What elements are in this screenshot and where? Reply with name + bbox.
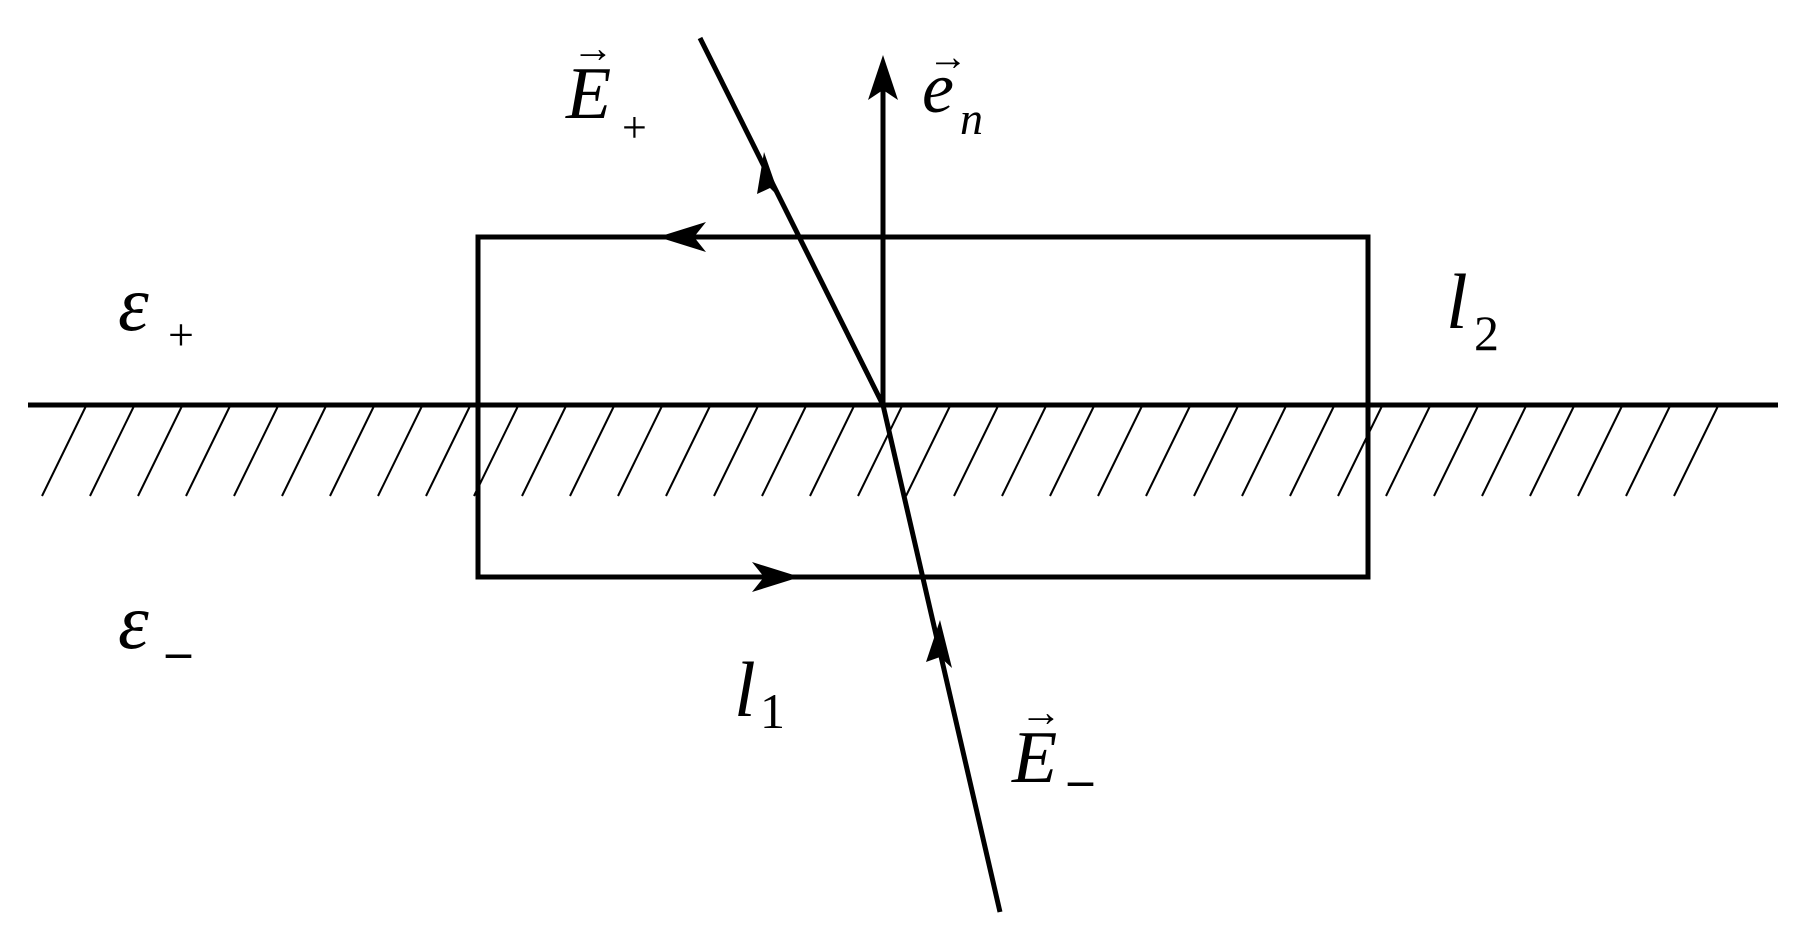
label-side-bottom-base: l [734,646,756,733]
label-normal-sub: n [960,93,983,144]
label-medium-below-base: ε [118,578,149,665]
label-field-below: → E – [1011,690,1094,807]
interface-hatching [41,405,1719,497]
field-arrow-below [926,620,952,668]
field-arrow-above [757,152,780,198]
label-normal: → e n [922,34,983,144]
label-medium-below: ε – [118,578,192,679]
contour-arrow-top [658,222,706,252]
label-medium-above: ε + [118,260,194,360]
contour-arrow-bottom [752,562,800,592]
label-medium-below-sub: – [165,623,192,679]
field-line-above [697,36,886,407]
label-side-right-sub: 2 [1474,305,1499,361]
label-side-right-base: l [1446,258,1468,345]
label-field-below-sub: – [1067,751,1094,807]
label-field-below-base: E [1011,717,1057,799]
label-field-above: → E + [565,26,647,152]
normal-vector-arrowhead [868,55,898,100]
label-field-above-vector-mark: → [572,26,614,72]
label-field-above-sub: + [622,103,647,152]
label-normal-vector-mark: → [928,34,968,79]
field-line-below [880,404,1003,913]
label-medium-above-sub: + [168,309,194,360]
label-field-above-base: E [565,53,611,135]
label-normal-base: e [922,48,954,128]
label-side-right: l 2 [1446,258,1499,361]
label-side-bottom: l 1 [734,646,785,739]
label-medium-above-base: ε [118,260,149,347]
label-field-below-vector-mark: → [1020,690,1062,736]
label-side-bottom-sub: 1 [760,683,785,739]
